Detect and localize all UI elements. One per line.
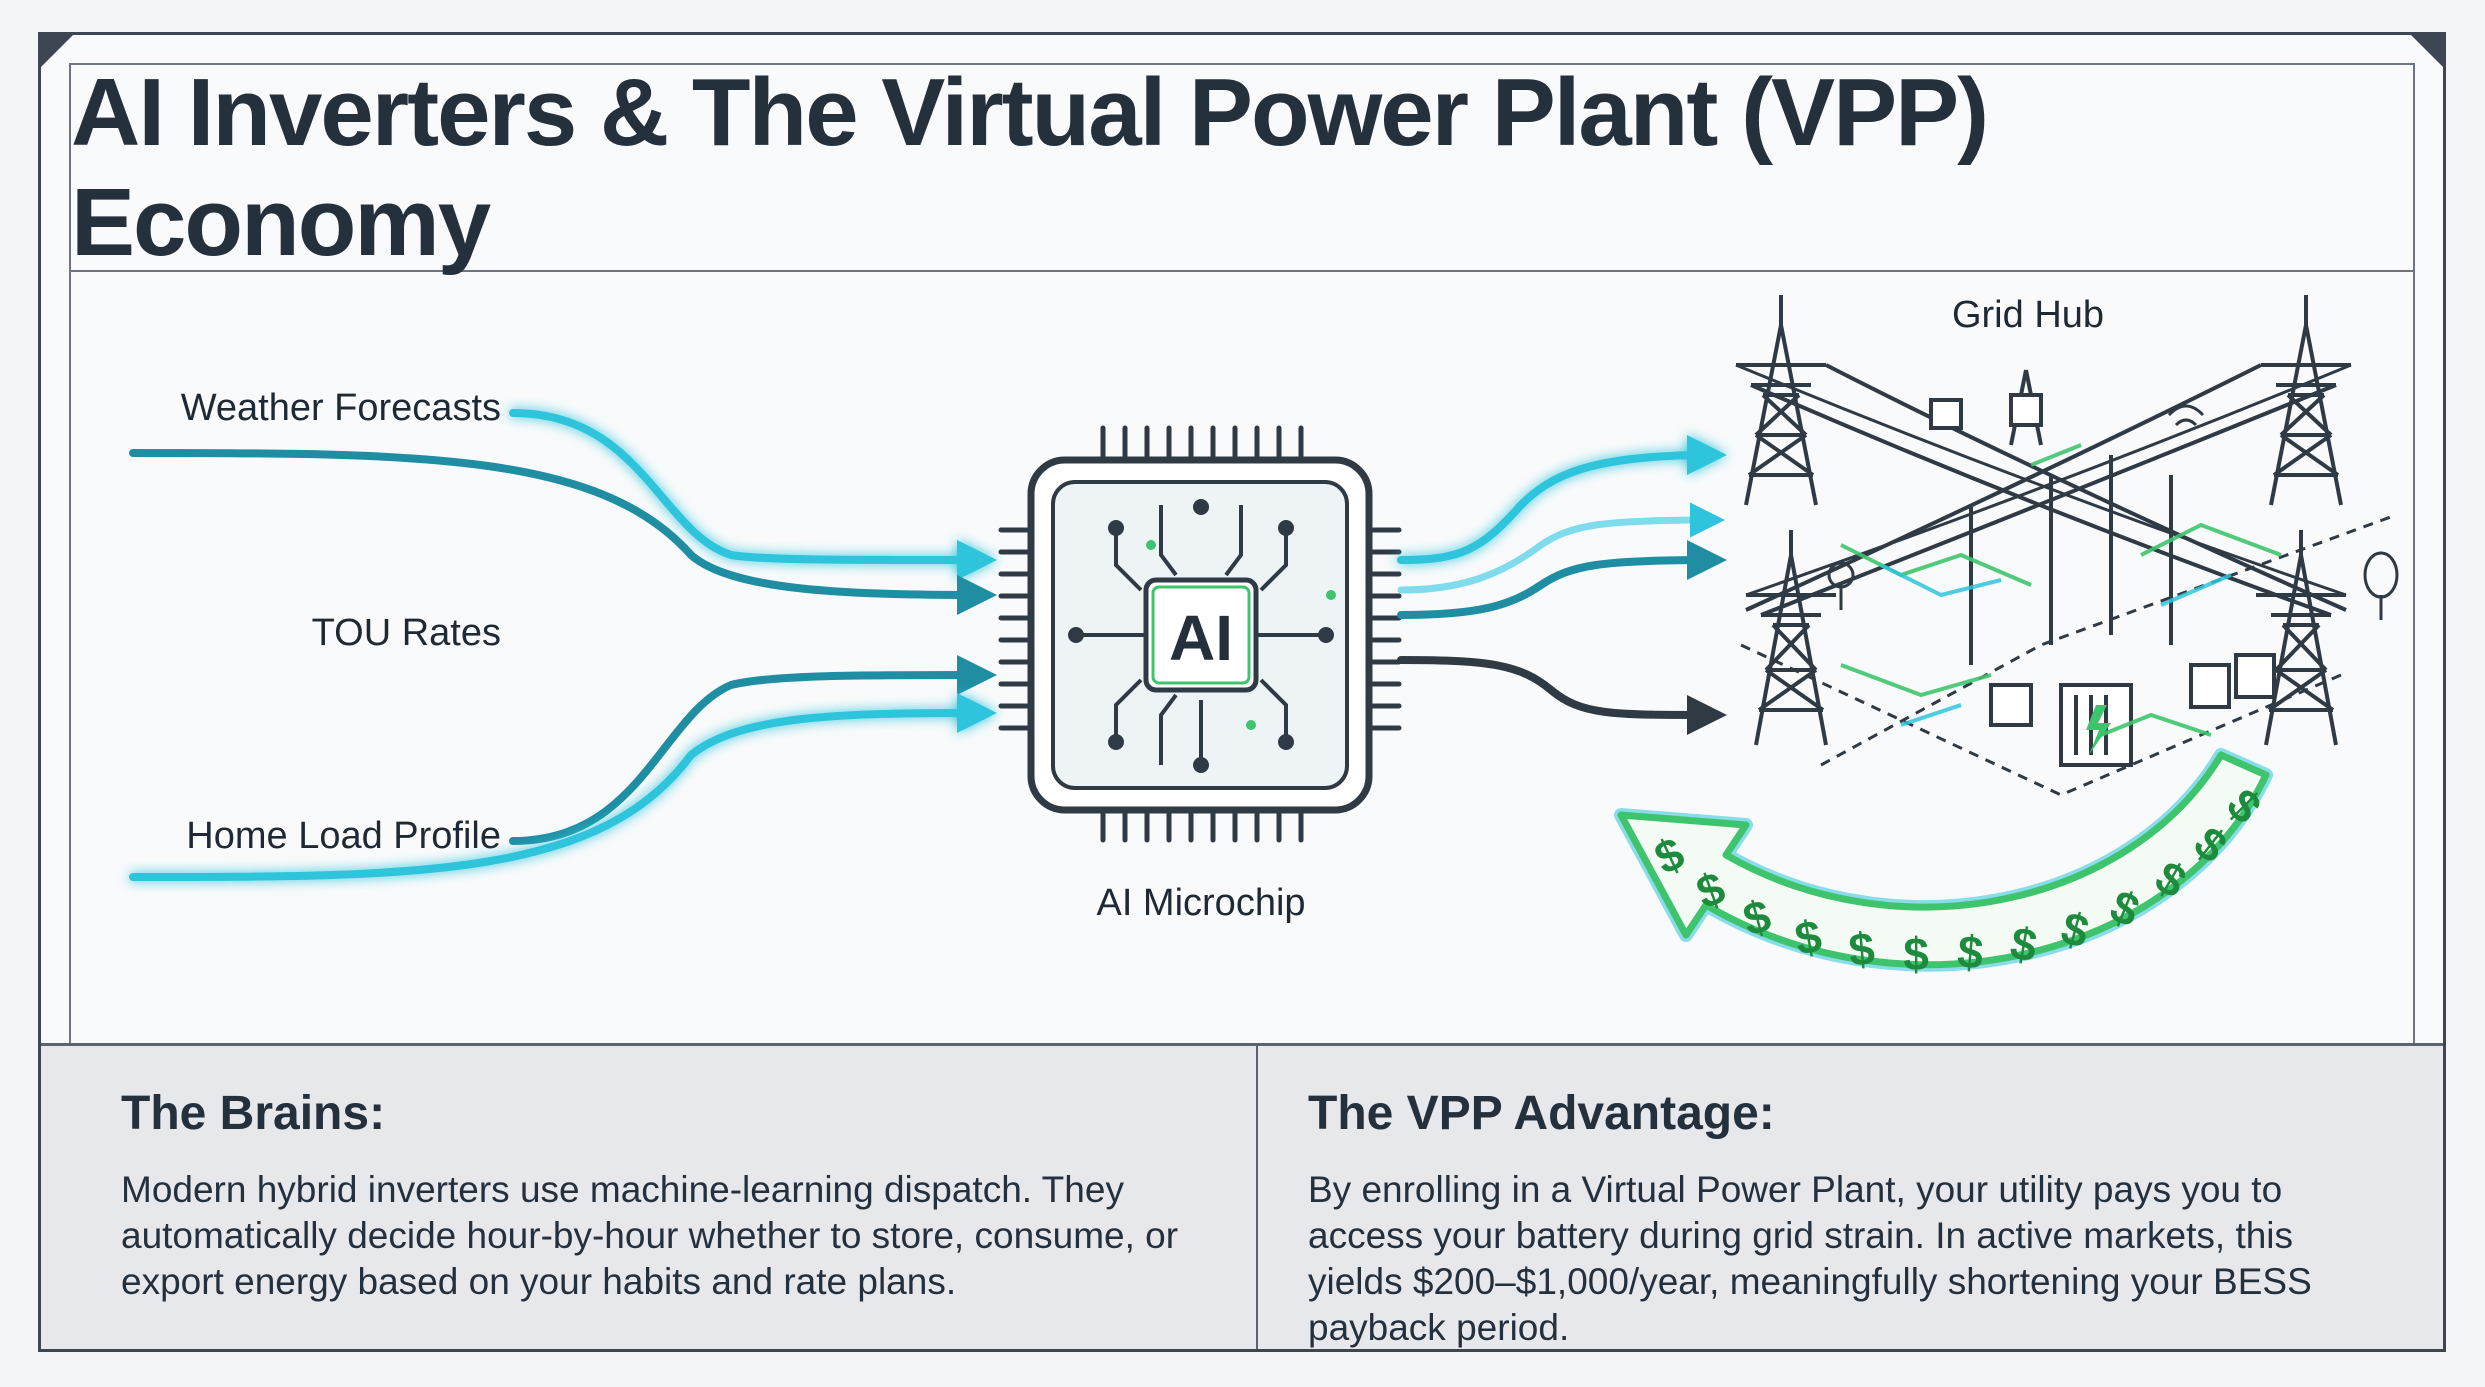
dollar-sign: $ xyxy=(1903,928,1929,980)
chip-label: AI Microchip xyxy=(1096,882,1305,924)
chip-pins xyxy=(998,425,1402,843)
dollar-sign: $ xyxy=(1847,922,1877,976)
dollar-sign: $ xyxy=(1955,925,1985,979)
grid-green-circuits xyxy=(1840,443,2282,737)
ai-microchip: AI AI Microchip xyxy=(998,425,1402,924)
page-title: AI Inverters & The Virtual Power Plant (… xyxy=(71,58,1989,276)
output-line-1 xyxy=(1397,435,1727,564)
output-line-5 xyxy=(1397,656,1727,735)
chip-core xyxy=(1143,577,1259,693)
flow-line-weather-2 xyxy=(129,449,997,615)
flow-line-weather-1 xyxy=(509,409,997,580)
lightning-icon xyxy=(2086,705,2111,755)
panel-brains: The Brains: Modern hybrid inverters use … xyxy=(41,1046,1256,1349)
title-bar: AI Inverters & The Virtual Power Plant (… xyxy=(71,59,2413,276)
input-label-weather: Weather Forecasts xyxy=(181,387,501,429)
grid-cyan-circuits xyxy=(1880,563,2232,727)
flow-line-home-1 xyxy=(509,655,997,845)
grid-hub-label: Grid Hub xyxy=(1952,294,2104,336)
chip-ai-badge: AI xyxy=(1169,602,1233,674)
flow-line-home-2 xyxy=(129,693,997,881)
flow-diagram: Weather Forecasts TOU Rates Home Load Pr… xyxy=(129,294,2399,980)
input-flow-lines xyxy=(129,409,997,881)
info-panels: The Brains: Modern hybrid inverters use … xyxy=(41,1043,2443,1349)
chip-green-nodes xyxy=(1146,540,1336,730)
corner-decoration xyxy=(2409,33,2445,69)
panel-vpp-heading: The VPP Advantage: xyxy=(1308,1087,1775,1140)
chip-circuit-nodes xyxy=(1068,499,1334,773)
output-flow-lines xyxy=(1397,435,1727,735)
wind-turbine-icon xyxy=(1827,561,1855,610)
output-line-2 xyxy=(1397,502,1725,594)
panel-brains-heading: The Brains: xyxy=(121,1087,386,1140)
grid-buildings xyxy=(1929,393,2276,767)
panel-brains-body: Modern hybrid inverters use machine-lear… xyxy=(121,1169,1179,1302)
corner-decoration xyxy=(39,33,75,69)
signal-icon xyxy=(2167,404,2205,427)
money-return-arrow: $ $ $ $ $ $ $ $ $ $ $ $ $ xyxy=(1614,748,2273,980)
panel-vpp-body: By enrolling in a Virtual Power Plant, y… xyxy=(1308,1169,2312,1348)
input-label-tou: TOU Rates xyxy=(312,612,501,654)
infographic-frame: AI Inverters & The Virtual Power Plant (… xyxy=(38,32,2446,1352)
output-line-3 xyxy=(1397,540,1727,619)
inner-frame xyxy=(69,63,2415,1349)
panel-vpp: The VPP Advantage: By enrolling in a Vir… xyxy=(1256,1046,2443,1349)
chip-core-glow xyxy=(1151,585,1251,685)
transmission-tower-icon xyxy=(1735,295,2397,797)
money-arrow-outline xyxy=(1617,751,2270,969)
input-label-home-load: Home Load Profile xyxy=(186,815,501,857)
grid-hub: Grid Hub xyxy=(1735,294,2399,797)
tree-icon xyxy=(2363,551,2399,620)
chip-circuit-traces xyxy=(1076,505,1326,765)
